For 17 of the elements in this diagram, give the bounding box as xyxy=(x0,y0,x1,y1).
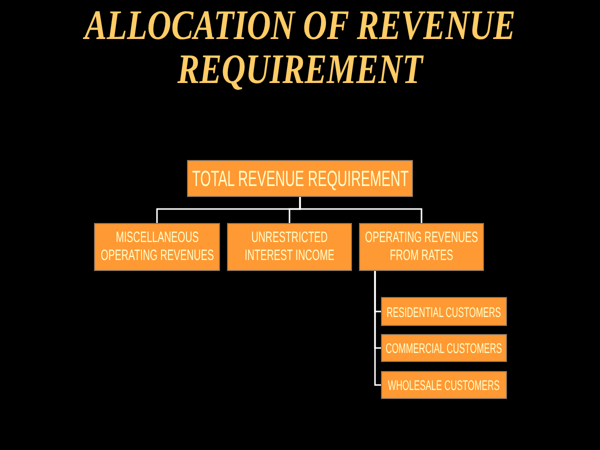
org-box xyxy=(381,297,507,326)
connector-line xyxy=(299,197,422,223)
org-box xyxy=(359,223,484,271)
box-label: COMMERCIAL CUSTOMERS xyxy=(384,340,504,356)
box-label: UNRESTRICTED INTEREST INCOME xyxy=(244,229,336,265)
box-label: WHOLESALE CUSTOMERS xyxy=(387,377,501,393)
box-label: TOTAL REVENUE REQUIREMENT xyxy=(190,166,410,190)
org-box xyxy=(381,371,507,399)
box-label: OPERATING REVENUES FROM RATES xyxy=(364,229,480,265)
org-box xyxy=(187,160,413,197)
title: ALLOCATION OF REVENUE REQUIREMENT xyxy=(82,4,516,92)
box-label: MISCELLANEOUS OPERATING REVENUES xyxy=(99,229,215,265)
box-label: RESIDENTIAL CUSTOMERS xyxy=(386,304,502,320)
org-box xyxy=(381,334,507,362)
org-box xyxy=(227,223,352,271)
connector-line xyxy=(374,271,381,386)
org-box xyxy=(94,223,220,271)
